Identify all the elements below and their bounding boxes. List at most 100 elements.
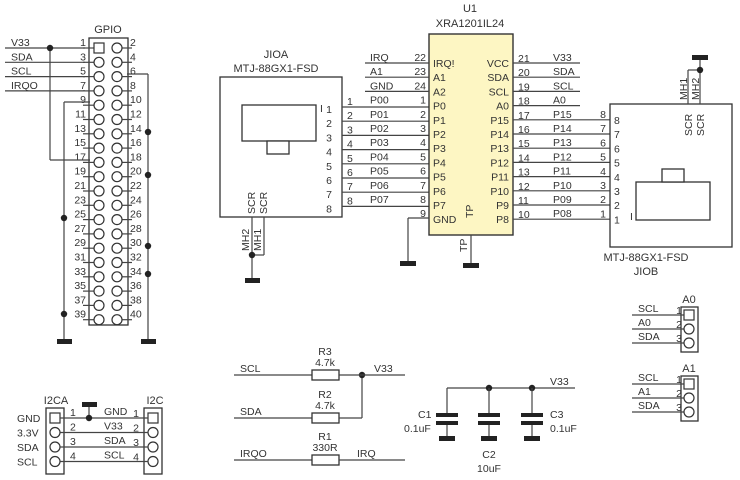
pin-number: 20	[518, 67, 530, 79]
net-label: SDA	[638, 331, 660, 343]
pin-1-square-pad	[49, 412, 61, 424]
ground-symbol	[82, 402, 97, 407]
pin-number: 9	[80, 94, 86, 106]
resistor-value: 4.7k	[315, 400, 336, 412]
pin-number: 2	[133, 423, 139, 435]
pin-name: P10	[490, 186, 509, 198]
pin-number: 7	[420, 180, 426, 192]
capacitor-ref: C3	[550, 409, 564, 421]
pin-name: P15	[490, 115, 509, 127]
capacitor-plate	[478, 421, 500, 425]
net-label: P10	[553, 180, 572, 192]
pin-number: 3	[600, 180, 606, 192]
pin-number: 7	[347, 181, 353, 193]
pin-name: A2	[433, 86, 446, 98]
pin-hole	[111, 142, 123, 154]
pin-name: VCC	[487, 58, 510, 70]
pin-name: SDA	[487, 72, 509, 84]
pin-number: 7	[614, 129, 620, 141]
net-label: SDA	[638, 400, 660, 412]
net-label: V33	[11, 37, 30, 49]
pin-1-square-pad	[683, 309, 695, 321]
net-label: P00	[370, 95, 389, 107]
pin-number: 19	[74, 166, 86, 178]
junction-dot	[144, 270, 152, 278]
pin-hole	[93, 128, 105, 140]
jioa-part: MTJ-88GX1-FSD	[234, 63, 319, 75]
net-label: P09	[553, 194, 572, 206]
net-label: P15	[553, 109, 572, 121]
pin-number: 3	[420, 123, 426, 135]
pin-number: 16	[130, 137, 142, 149]
pin-number: 35	[74, 280, 86, 292]
resistor-ref: R3	[318, 346, 332, 358]
pin-number: 5	[420, 151, 426, 163]
net-label: P11	[553, 166, 571, 178]
pin-hole	[683, 406, 695, 418]
pin-number: 1	[614, 214, 620, 226]
capacitor-plate	[436, 421, 458, 425]
pin-name: P11	[491, 172, 509, 184]
pin-1-square-pad	[683, 378, 695, 390]
pin-number: 15	[74, 137, 86, 149]
pin-number: 7	[326, 189, 332, 201]
pin-hole	[93, 285, 105, 297]
pin-number: 18	[130, 151, 142, 163]
pin-number: 2	[70, 422, 76, 434]
u1-tp-pin: TP	[464, 205, 476, 218]
pin-hole	[111, 256, 123, 269]
ground-symbol	[245, 278, 260, 283]
pin-hole	[111, 214, 123, 226]
pin-name: GND	[433, 214, 457, 226]
i2ca-title: I2CA	[44, 395, 69, 407]
net-label: SDA	[104, 435, 126, 447]
u1-right-pins: V3321VCCSDA20SDASCL19SCLA018A0P1517P15P1…	[487, 52, 610, 226]
pin-number: 2	[326, 118, 332, 130]
pin-number: 6	[614, 143, 620, 155]
pin-hole	[111, 314, 123, 326]
net-label: IRQ	[370, 52, 389, 64]
pin-number: 1	[80, 37, 86, 49]
pin-name: P2	[433, 129, 446, 141]
pin-hole	[93, 271, 105, 283]
net-label: SCL	[553, 80, 574, 92]
pin-number: 14	[130, 123, 142, 135]
net-label: SCL	[638, 372, 659, 384]
pin-hole	[93, 156, 105, 168]
pin-hole	[93, 70, 105, 83]
jiob-mark: I	[630, 211, 633, 223]
net-label: P14	[553, 123, 572, 135]
pin-name: P5	[433, 172, 446, 184]
pin-number: 31	[74, 252, 86, 264]
pin-name: P0	[433, 101, 446, 113]
pin-number: 34	[130, 266, 142, 278]
cap-net-label: V33	[550, 376, 569, 388]
pin-number: 6	[326, 175, 332, 187]
net-label: A0	[553, 95, 566, 107]
pin-number: 21	[74, 180, 86, 192]
net-label: A1	[638, 386, 651, 398]
pin-number: 1	[347, 96, 353, 108]
capacitor-value: 0.1uF	[404, 423, 431, 435]
pin-number: 3	[347, 124, 353, 136]
net-label: SCL	[638, 303, 659, 315]
u1-ref: U1	[463, 3, 477, 15]
pin-number: 33	[74, 266, 86, 278]
pin-number: 4	[70, 451, 76, 463]
net-label: A1	[370, 66, 383, 78]
side-label: SDA	[17, 442, 39, 454]
pin-hole	[147, 441, 159, 453]
jioa-mh-label: MH2	[240, 229, 252, 251]
jiob-jack-tab	[661, 168, 685, 183]
jiob-mh-label: MH2	[690, 78, 702, 100]
pin-hole	[93, 228, 105, 240]
pin-number: 6	[130, 66, 136, 78]
